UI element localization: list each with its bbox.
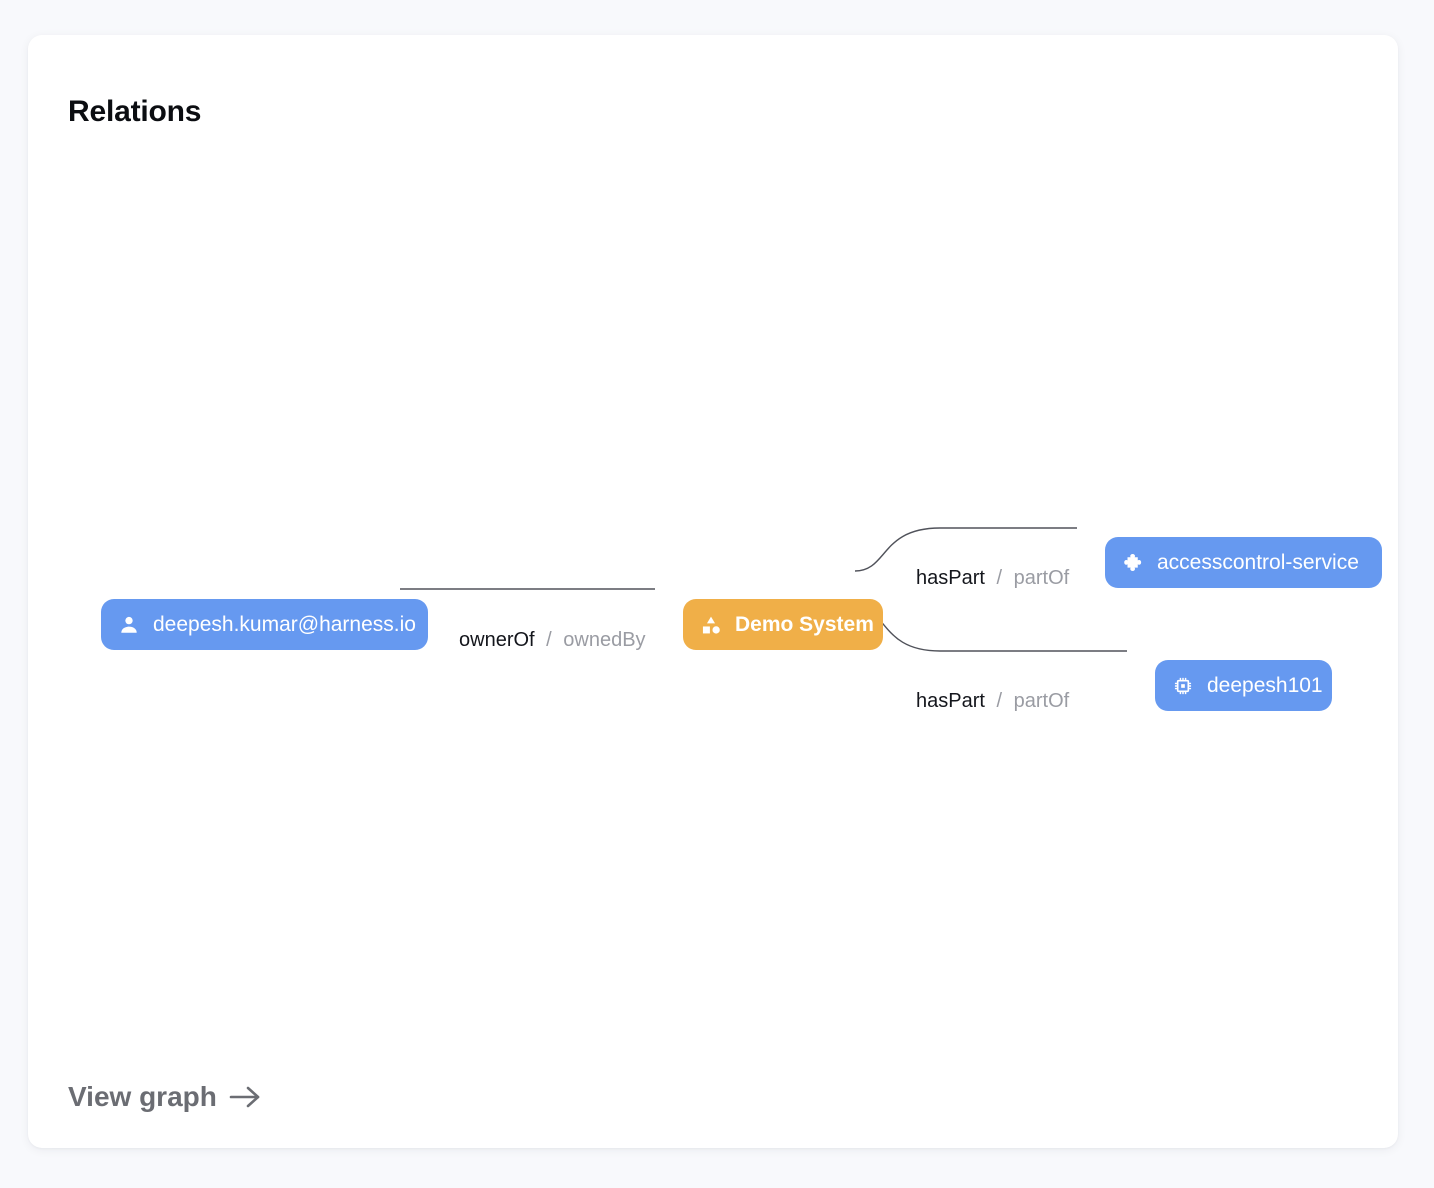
- puzzle-piece-icon: [1121, 551, 1145, 575]
- category-shapes-icon: [699, 613, 723, 637]
- relations-graph[interactable]: deepesh.kumar@harness.io Demo System acc…: [28, 35, 1398, 1148]
- edge-haspart-1-path: [854, 527, 1077, 572]
- graph-edges: [400, 527, 1127, 652]
- edge-relation-forward: hasPart: [916, 690, 985, 712]
- relations-card: Relations deepesh.kumar@harness.io: [28, 35, 1398, 1148]
- edge-relation-reverse: ownedBy: [563, 629, 646, 651]
- graph-node-label: accesscontrol-service: [1157, 551, 1359, 574]
- edge-relation-separator: /: [996, 690, 1003, 712]
- edge-relation-forward: ownerOf: [459, 629, 535, 651]
- view-graph-label: View graph: [68, 1081, 217, 1112]
- edge-relation-reverse: partOf: [1013, 567, 1070, 589]
- graph-node-label: deepesh101: [1207, 674, 1323, 697]
- edge-relation-forward: hasPart: [916, 567, 985, 589]
- graph-node-user[interactable]: deepesh.kumar@harness.io: [101, 599, 428, 650]
- person-icon: [117, 613, 141, 637]
- graph-node-label: deepesh.kumar@harness.io: [153, 613, 416, 636]
- graph-node-accesscontrol-service[interactable]: accesscontrol-service: [1105, 537, 1382, 588]
- page-title: Relations: [68, 95, 202, 129]
- graph-node-label: Demo System: [735, 613, 874, 636]
- edge-label-haspart-accesscontrol: hasPart / partOf: [916, 568, 1069, 588]
- edge-label-haspart-deepesh101: hasPart / partOf: [916, 691, 1069, 711]
- view-graph-link[interactable]: View graph: [68, 1081, 262, 1113]
- edge-relation-separator: /: [546, 629, 552, 651]
- graph-node-system[interactable]: Demo System: [683, 599, 883, 650]
- edge-haspart-2-path: [854, 606, 1127, 652]
- edge-relation-separator: /: [996, 567, 1003, 589]
- edge-label-owner: ownerOf / ownedBy: [459, 630, 646, 650]
- edge-relation-reverse: partOf: [1013, 690, 1070, 712]
- arrow-right-icon: [228, 1084, 262, 1110]
- chip-icon: [1171, 674, 1195, 698]
- graph-node-deepesh101[interactable]: deepesh101: [1155, 660, 1332, 711]
